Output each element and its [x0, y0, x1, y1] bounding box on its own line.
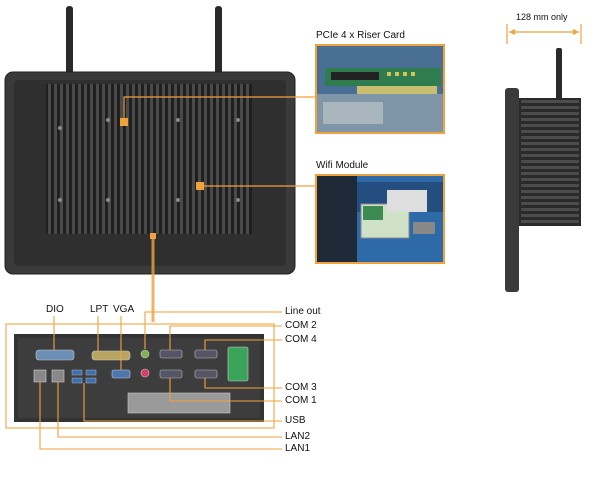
heatsink-fin — [114, 84, 117, 234]
vga-label: VGA — [113, 304, 135, 315]
heatsink-fin — [156, 84, 159, 234]
heatsink-fin — [204, 84, 207, 234]
heatsink-fin — [84, 84, 87, 234]
heatsink-fin — [222, 84, 225, 234]
usb-port-2 — [71, 377, 83, 384]
side-heatsink-fin — [521, 112, 579, 115]
side-heatsink-fin — [521, 154, 579, 157]
com1-label: COM 1 — [285, 395, 317, 406]
com2-label: COM 2 — [285, 320, 317, 331]
antenna-left — [66, 6, 73, 76]
usb-port-3 — [85, 369, 97, 376]
wifi-marker — [196, 182, 204, 190]
heatsink-fin — [54, 84, 57, 234]
heatsink-fin — [138, 84, 141, 234]
lpt-port — [91, 350, 131, 361]
dio-label: DIO — [46, 304, 64, 315]
lan1-port — [33, 369, 47, 383]
com4-label: COM 4 — [285, 334, 317, 345]
heatsink-fin — [60, 84, 63, 234]
lpt-label: LPT — [90, 304, 109, 315]
heatsink-fin — [90, 84, 93, 234]
side-heatsink-fin — [521, 172, 579, 175]
side-heatsink-fin — [521, 136, 579, 139]
wifi-callout-title: Wifi Module — [316, 160, 369, 171]
heatsink-fin — [216, 84, 219, 234]
side-heatsink-fin — [521, 124, 579, 127]
com3-label: COM 3 — [285, 382, 317, 393]
heatsink-fin — [108, 84, 111, 234]
side-heatsink-fin — [521, 208, 579, 211]
antenna-right — [215, 6, 222, 76]
com2-port — [159, 349, 183, 359]
vga-port — [111, 369, 131, 379]
heatsink-fin — [162, 84, 165, 234]
side-heatsink-fin — [521, 148, 579, 151]
heatsink-fin — [210, 84, 213, 234]
dimension-indicator — [506, 24, 582, 44]
line-out-jack — [140, 349, 150, 359]
side-heatsink-fin — [521, 106, 579, 109]
usb-port-4 — [85, 377, 97, 384]
usb-port-1 — [71, 369, 83, 376]
lan2-port — [51, 369, 65, 383]
heatsink-fin — [180, 84, 183, 234]
side-heatsink-fin — [521, 118, 579, 121]
line-out-label: Line out — [285, 306, 321, 317]
side-heatsink-fin — [521, 196, 579, 199]
pcie-callout-title: PCIe 4 x Riser Card — [316, 30, 405, 41]
side-heatsink-fin — [521, 214, 579, 217]
heatsink-fin — [132, 84, 135, 234]
heatsink-fin — [186, 84, 189, 234]
heatsink-fin — [66, 84, 69, 234]
heatsink-fin — [228, 84, 231, 234]
wifi-callout-image — [315, 174, 445, 264]
pcie-callout-image — [315, 44, 445, 134]
lan2-label: LAN2 — [285, 431, 311, 442]
side-heatsink-fin — [521, 202, 579, 205]
heatsink-fin — [198, 84, 201, 234]
side-view — [505, 48, 581, 292]
usb-label: USB — [285, 415, 306, 426]
side-heatsink-fin — [521, 220, 579, 223]
heatsink-fin — [174, 84, 177, 234]
expansion-slot-cover — [127, 392, 231, 414]
lan1-label: LAN1 — [285, 443, 311, 454]
side-heatsink-fin — [521, 190, 579, 193]
power-terminal — [227, 346, 249, 382]
dimension-label: 128 mm only — [516, 12, 568, 22]
heatsink-fin — [234, 84, 237, 234]
heatsink-fin — [192, 84, 195, 234]
dio-port — [35, 349, 75, 361]
heatsink-fin — [150, 84, 153, 234]
heatsink-fin — [48, 84, 51, 234]
side-heatsink-fin — [521, 142, 579, 145]
heatsink-fin — [72, 84, 75, 234]
side-heatsink-fin — [521, 130, 579, 133]
heatsink-fin — [120, 84, 123, 234]
heatsink-fin — [144, 84, 147, 234]
heatsink-fin — [240, 84, 243, 234]
heatsink-fin — [102, 84, 105, 234]
heatsink-fin — [168, 84, 171, 234]
side-heatsink-fin — [521, 160, 579, 163]
heatsink-fin — [96, 84, 99, 234]
heatsink-fin — [126, 84, 129, 234]
heatsink-fin — [78, 84, 81, 234]
side-heatsink-fin — [521, 184, 579, 187]
com1-port — [194, 369, 218, 379]
heatsink-fin — [246, 84, 249, 234]
side-heatsink-fin — [521, 178, 579, 181]
side-heatsink-fin — [521, 100, 579, 103]
side-heatsink-fin — [521, 166, 579, 169]
com4-port — [194, 349, 218, 359]
io-marker — [150, 233, 156, 239]
com3-port — [159, 369, 183, 379]
heatsink-fins — [46, 84, 252, 234]
